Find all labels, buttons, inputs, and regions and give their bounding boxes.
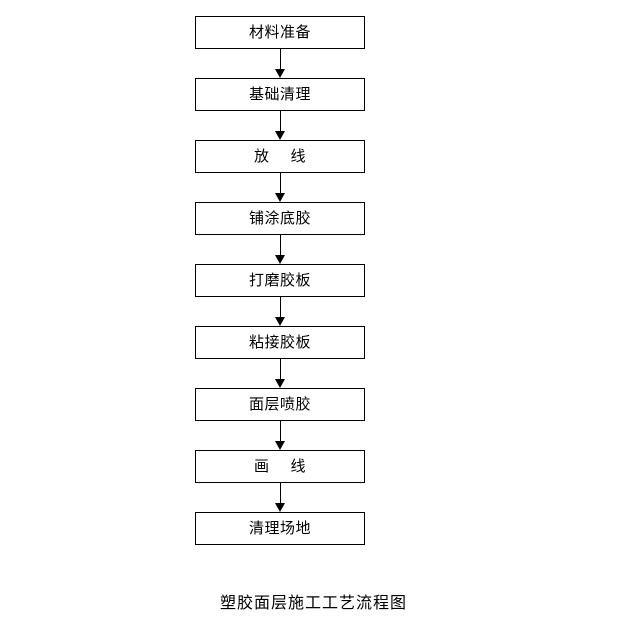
flow-node-step-6[interactable]: 粘接胶板 (195, 326, 365, 359)
connector-line (279, 297, 281, 319)
flow-connector-5-to-6 (195, 297, 365, 326)
flow-node-label: 面层喷胶 (248, 395, 311, 413)
arrow-down-icon (275, 441, 285, 450)
flow-node-step-7[interactable]: 面层喷胶 (195, 388, 365, 421)
connector-line (279, 483, 281, 505)
flow-connector-8-to-9 (195, 483, 365, 512)
flow-connector-4-to-5 (195, 235, 365, 264)
flow-node-label: 清理场地 (248, 519, 311, 537)
flow-connector-6-to-7 (195, 359, 365, 388)
flow-node-step-8[interactable]: 画 线 (195, 450, 365, 483)
arrow-down-icon (275, 317, 285, 326)
arrow-down-icon (275, 255, 285, 264)
flow-node-label: 画 线 (253, 457, 307, 475)
flowchart-node-column: 材料准备 基础清理 放 线 铺涂底胶 打磨胶板 (195, 16, 365, 545)
flow-node-step-3[interactable]: 放 线 (195, 140, 365, 173)
flow-connector-3-to-4 (195, 173, 365, 202)
connector-line (279, 359, 281, 381)
flow-node-label: 打磨胶板 (248, 271, 311, 289)
arrow-down-icon (275, 503, 285, 512)
arrow-down-icon (275, 379, 285, 388)
flow-node-step-2[interactable]: 基础清理 (195, 78, 365, 111)
flow-node-label: 放 线 (253, 147, 307, 165)
arrow-down-icon (275, 131, 285, 140)
connector-line (279, 421, 281, 443)
arrow-down-icon (275, 193, 285, 202)
flow-node-step-4[interactable]: 铺涂底胶 (195, 202, 365, 235)
flow-node-step-5[interactable]: 打磨胶板 (195, 264, 365, 297)
diagram-caption: 塑胶面层施工工艺流程图 (219, 593, 407, 612)
connector-line (279, 235, 281, 257)
flow-node-label: 基础清理 (248, 85, 311, 103)
flow-node-step-1[interactable]: 材料准备 (195, 16, 365, 49)
flow-connector-1-to-2 (195, 49, 365, 78)
flow-connector-2-to-3 (195, 111, 365, 140)
connector-line (279, 111, 281, 133)
connector-line (279, 173, 281, 195)
flow-node-label: 材料准备 (248, 23, 311, 41)
connector-line (279, 49, 281, 71)
flow-connector-7-to-8 (195, 421, 365, 450)
flow-node-label: 粘接胶板 (248, 333, 311, 351)
arrow-down-icon (275, 69, 285, 78)
flow-node-step-9[interactable]: 清理场地 (195, 512, 365, 545)
flow-node-label: 铺涂底胶 (248, 209, 311, 227)
